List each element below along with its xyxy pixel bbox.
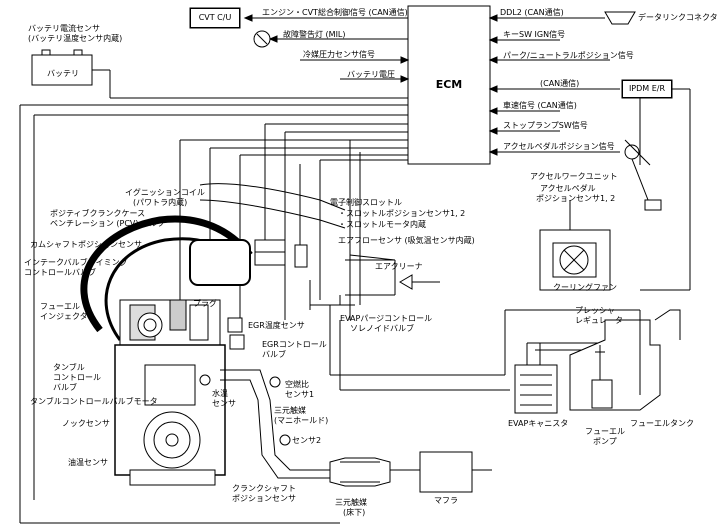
- ddl2-label: DDL2 (CAN通信): [500, 8, 564, 17]
- cvt-signal-label: エンジン・CVT総合制御信号 (CAN通信): [262, 8, 408, 17]
- ignition-label-2: (パワトラ内蔵): [133, 198, 188, 207]
- battery-icon: [31, 54, 93, 86]
- pcv-label-1: ポジティブクランクケース: [50, 209, 146, 218]
- cat-floor-label-1: 三元触媒: [335, 498, 367, 507]
- crank-label-2: ポジションセンサ: [232, 494, 296, 503]
- fuel-tank-label: フューエルタンク: [630, 419, 694, 428]
- water-temp-label-2: センサ: [212, 399, 236, 408]
- evap-purge-label-1: EVAPパージコントロール: [340, 314, 433, 323]
- injector-label-1: フューエル: [40, 302, 80, 311]
- throttle-label-3: ・スロットルモータ内蔵: [338, 220, 426, 229]
- water-temp-label-1: 水温: [212, 389, 228, 398]
- evap-purge-label-2: ソレノイドバルブ: [350, 324, 414, 333]
- air-cleaner-label: エアクリーナ: [375, 262, 423, 271]
- battery-label: バッテリ: [47, 69, 79, 78]
- accel-signal-label: アクセルペダルポジション信号: [503, 142, 615, 151]
- cat-floor-label-2: (床下): [343, 508, 366, 517]
- mil-label: 故障警告灯 (MIL): [283, 30, 346, 39]
- fuel-pump-label-2: ポンプ: [593, 437, 617, 446]
- keysw-label: キーSW IGN信号: [503, 30, 566, 39]
- ipdm-box: IPDM E/R: [622, 80, 672, 98]
- evap-canister-label: EVAPキャニスタ: [508, 419, 569, 428]
- af-sensor-label-1: 空燃比: [285, 380, 309, 389]
- accel-unit-label: アクセルワークユニット: [530, 172, 618, 181]
- tumble-label-1: タンブル: [53, 363, 85, 372]
- can-label: (CAN通信): [540, 79, 580, 88]
- tumble-motor-label: タンブルコントロールバルブモータ: [30, 397, 158, 406]
- oil-temp-label: 油温センサ: [68, 458, 108, 467]
- pressure-reg-label-2: レギュレータ: [575, 316, 623, 325]
- plug-label: プラグ: [193, 299, 217, 308]
- speed-label: 車速信号 (CAN通信): [503, 101, 577, 110]
- stop-label: ストップランプSW信号: [503, 121, 588, 130]
- cooling-fan-label: クーリングファン: [553, 283, 617, 292]
- ecm-label-box: ECM: [408, 6, 490, 164]
- ecm-box: [407, 5, 491, 165]
- cvt-cu-box: CVT C/U: [190, 8, 240, 28]
- knock-label: ノックセンサ: [62, 419, 110, 428]
- ignition-label-1: イグニッションコイル: [125, 188, 205, 197]
- accel-sensor-label-2: ポジションセンサ1, 2: [536, 194, 616, 203]
- data-link-label: データリンクコネクタ: [638, 13, 718, 22]
- battery-voltage-label: バッテリ電圧: [347, 70, 395, 79]
- o2-sensor2-label: センサ2: [292, 436, 322, 445]
- muffler-label: マフラ: [434, 496, 458, 505]
- injector-label-2: インジェクタ: [40, 312, 88, 321]
- throttle-label-2: ・スロットルポジションセンサ1, 2: [338, 209, 466, 218]
- accel-sensor-label-1: アクセルペダル: [540, 184, 596, 193]
- tumble-label-3: バルブ: [53, 383, 77, 392]
- cvt-cu-label: CVT C/U: [198, 13, 232, 22]
- airflow-label: エアフローセンサ (吸気温センサ内蔵): [338, 236, 475, 245]
- fuel-pump-label-1: フューエル: [585, 427, 625, 436]
- throttle-label-1: 電子制御スロットル: [330, 198, 402, 207]
- cat-mani-label-1: 三元触媒: [274, 406, 306, 415]
- camshaft-label: カムシャフトポジションセンサ: [30, 240, 142, 249]
- egr-valve-label-2: バルブ: [262, 350, 286, 359]
- ipdm-label: IPDM E/R: [628, 84, 666, 93]
- egr-temp-label: EGR温度センサ: [248, 321, 305, 330]
- af-sensor-label-2: センサ1: [285, 390, 315, 399]
- tumble-label-2: コントロール: [53, 373, 101, 382]
- battery-sensor-label-2: (バッテリ温度センサ内蔵): [28, 34, 123, 43]
- battery-sensor-label-1: バッテリ電流センサ: [28, 24, 100, 33]
- park-label: パーク/ニュートラルポジション信号: [503, 51, 634, 60]
- crank-label-1: クランクシャフト: [232, 484, 296, 493]
- pressure-reg-label-1: プレッシャ: [575, 306, 615, 315]
- ivt-label-2: コントロールバルブ: [24, 268, 96, 277]
- cat-mani-label-2: (マニホールド): [274, 416, 329, 425]
- pcv-label-2: ベンチレーション (PCV) バルブ: [50, 219, 166, 228]
- egr-valve-label-1: EGRコントロール: [262, 340, 327, 349]
- ivt-label-1: インテークバルブタイミング: [24, 258, 128, 267]
- ecm-label: ECM: [435, 78, 463, 91]
- refrigerant-label: 冷媒圧力センサ信号: [303, 50, 375, 59]
